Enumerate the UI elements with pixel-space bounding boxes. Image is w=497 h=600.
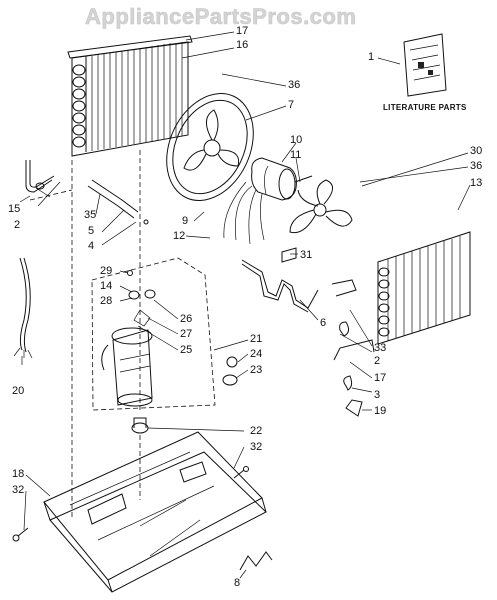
fan-shroud xyxy=(166,93,254,201)
bracket xyxy=(333,339,375,361)
evaporator-coil xyxy=(377,231,471,345)
callout-29: 29 xyxy=(100,265,113,277)
base-pan xyxy=(43,431,267,593)
retainer xyxy=(345,399,363,417)
callout-33: 33 xyxy=(374,342,387,354)
callout-2-right: 2 xyxy=(374,355,381,367)
callout-32-right: 32 xyxy=(250,441,263,453)
callout-36-right: 36 xyxy=(470,160,483,172)
callout-35: 35 xyxy=(84,209,97,221)
clip xyxy=(339,321,350,337)
callout-1: 1 xyxy=(368,51,375,63)
callout-12: 12 xyxy=(173,230,186,242)
literature-parts-label: LITERATURE PARTS xyxy=(383,103,467,112)
callout-6: 6 xyxy=(320,317,327,329)
wire-clip xyxy=(239,551,273,571)
callout-2-left: 2 xyxy=(14,219,21,231)
callout-9: 9 xyxy=(182,215,189,227)
grommet xyxy=(226,356,238,368)
callout-36-top: 36 xyxy=(288,79,301,91)
fan-blade xyxy=(289,179,353,234)
callout-13: 13 xyxy=(470,177,483,189)
callout-30: 30 xyxy=(470,145,483,157)
callout-19: 19 xyxy=(374,405,387,417)
fan-motor xyxy=(223,157,313,245)
condenser-coil xyxy=(67,35,193,157)
wire-harness xyxy=(19,257,27,351)
callout-31: 31 xyxy=(300,249,313,261)
callout-28: 28 xyxy=(100,295,113,307)
callout-26: 26 xyxy=(180,313,193,325)
thermostat-bulb xyxy=(91,179,139,213)
callout-11: 11 xyxy=(290,149,302,161)
literature-booklet-icon xyxy=(403,33,447,97)
callout-5: 5 xyxy=(88,225,95,237)
compressor-assembly xyxy=(91,257,216,434)
callout-16: 16 xyxy=(236,39,249,51)
coil-top-bracket xyxy=(67,35,193,59)
leader-lines xyxy=(19,31,471,579)
washer xyxy=(222,374,238,386)
connector-block xyxy=(281,247,297,263)
callout-17-top: 17 xyxy=(236,25,249,37)
callout-8: 8 xyxy=(234,577,241,589)
callout-17-right: 17 xyxy=(374,372,387,384)
callout-18: 18 xyxy=(12,468,25,480)
callout-24: 24 xyxy=(250,348,263,360)
tube-fitting xyxy=(35,182,45,190)
callout-32-left: 32 xyxy=(12,484,25,496)
callout-4: 4 xyxy=(88,240,95,252)
callout-3: 3 xyxy=(374,389,381,401)
coil-return-bends xyxy=(72,64,86,148)
callout-14: 14 xyxy=(100,280,113,292)
callout-25: 25 xyxy=(180,344,193,356)
callout-21: 21 xyxy=(250,333,263,345)
coil-fins xyxy=(91,42,183,151)
callout-10: 10 xyxy=(290,134,303,146)
screw xyxy=(17,527,29,537)
watermark: AppliancePartsPros.com xyxy=(85,4,357,30)
callout-23: 23 xyxy=(250,364,263,376)
callout-20: 20 xyxy=(12,385,25,397)
callout-27: 27 xyxy=(180,328,193,340)
callout-15: 15 xyxy=(8,203,21,215)
small-clip xyxy=(343,375,353,391)
callout-22: 22 xyxy=(250,425,263,437)
suction-tube xyxy=(25,160,53,193)
callout-7: 7 xyxy=(288,99,295,111)
capillary-tube xyxy=(241,259,319,309)
drain-fitting xyxy=(331,279,357,297)
